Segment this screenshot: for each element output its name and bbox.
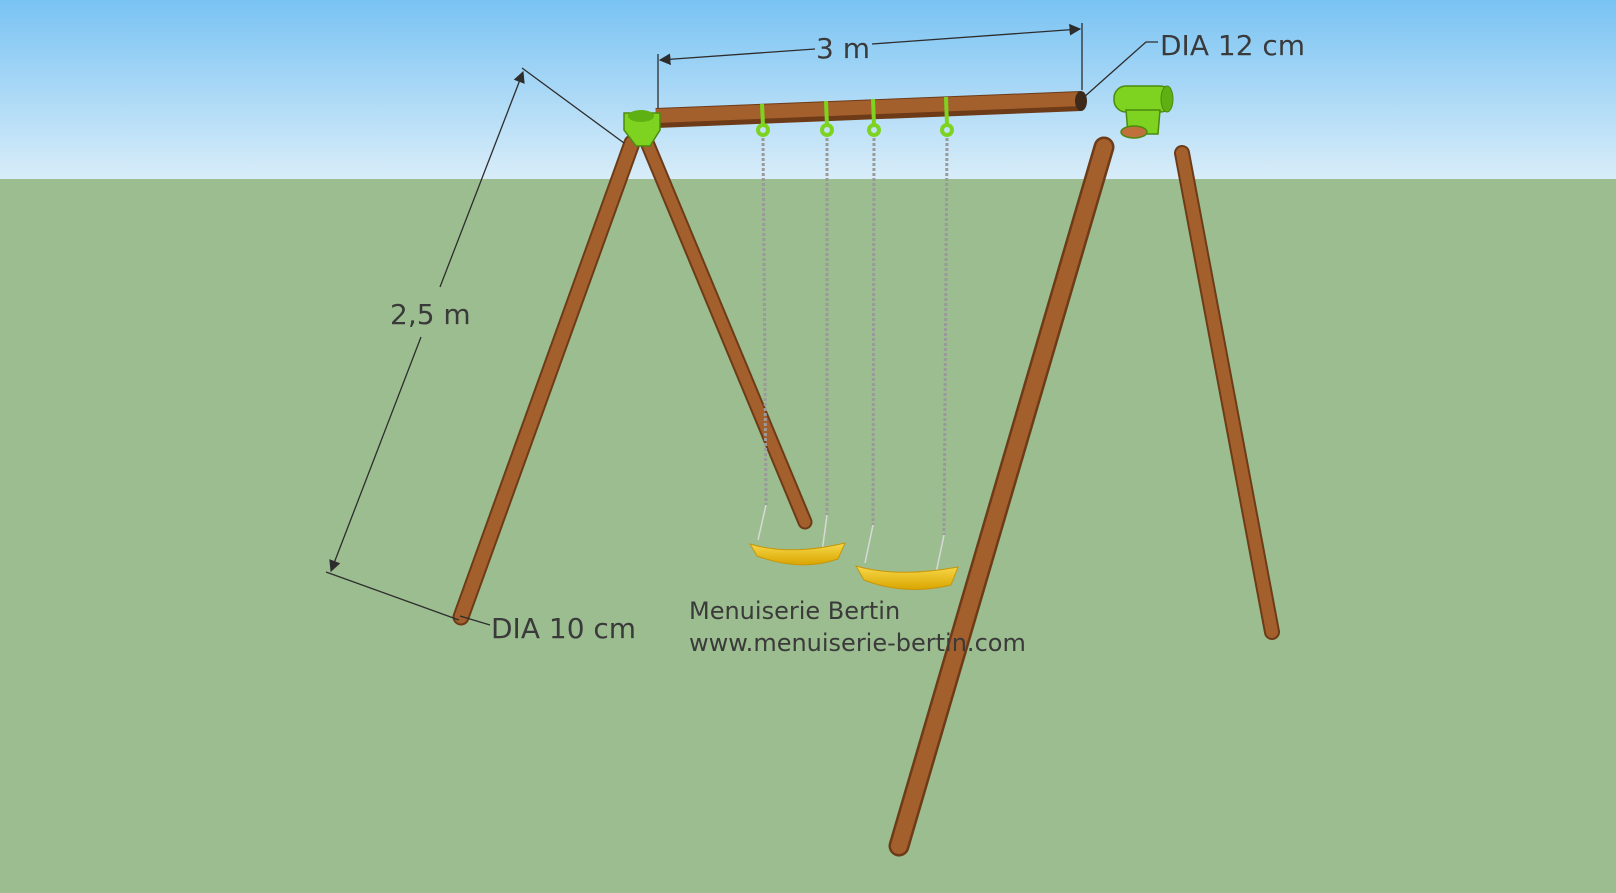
hook-4: [940, 96, 954, 137]
front-left-leg: [452, 134, 641, 626]
beam-diameter-leader: [1082, 41, 1158, 99]
chain-1: [761, 137, 768, 506]
beam-end: [1075, 91, 1087, 111]
hook-3: [867, 98, 881, 137]
post-diameter-leader: [459, 615, 491, 626]
swing-hooks: [756, 96, 954, 137]
chain-4: [942, 137, 949, 536]
hook-1: [756, 103, 770, 137]
back-right-leg: [1174, 145, 1280, 640]
swing-chains: [761, 137, 949, 536]
chain-3: [871, 137, 876, 526]
beam-length-dimension: [657, 23, 1083, 108]
swing-seat-left: [748, 542, 846, 566]
post-length-dimension: [325, 67, 625, 621]
company-name: Menuiserie Bertin: [689, 597, 900, 625]
company-website: www.menuiserie-bertin.com: [689, 629, 1026, 657]
post-length-label: 2,5 m: [390, 298, 471, 331]
swing-seat-right: [854, 565, 959, 590]
seat-ropes: [757, 504, 945, 574]
beam-length-label: 3 m: [816, 32, 870, 65]
post-diameter-label: DIA 10 cm: [491, 612, 636, 645]
hook-2: [820, 100, 834, 137]
right-connector: [1113, 85, 1174, 139]
ground: [0, 179, 1616, 893]
left-connector: [623, 110, 661, 147]
back-left-leg: [638, 132, 813, 530]
top-beam: [655, 91, 1087, 128]
sky: [0, 0, 1616, 180]
front-right-leg: [888, 136, 1115, 857]
beam-diameter-label: DIA 12 cm: [1160, 29, 1305, 62]
